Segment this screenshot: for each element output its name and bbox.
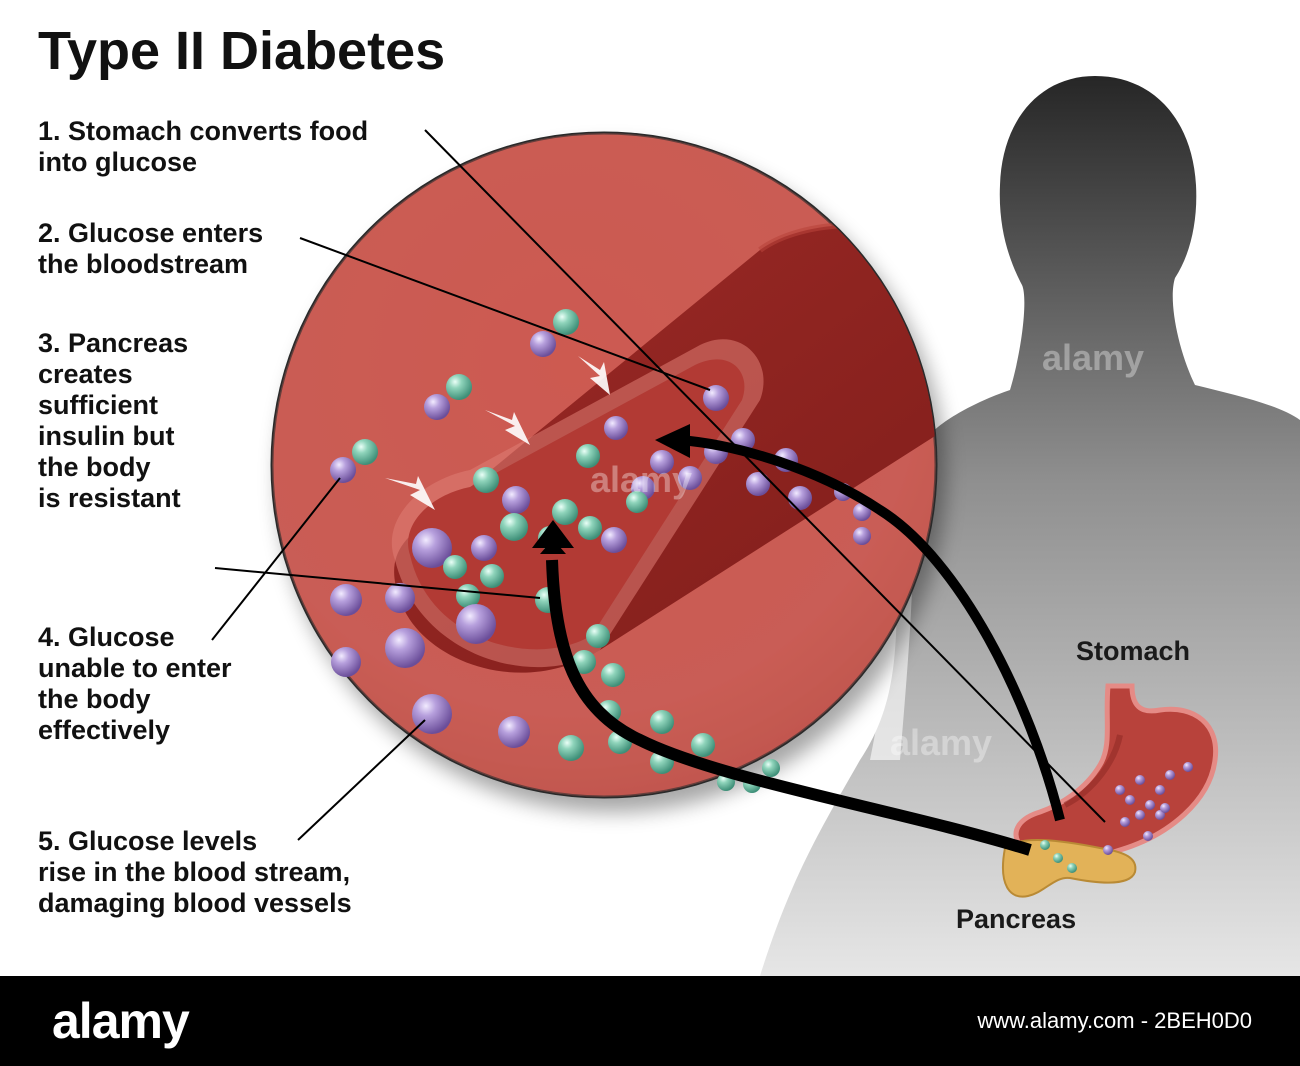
glucose-molecule (678, 466, 702, 490)
insulin-molecule (480, 564, 504, 588)
insulin-molecule (691, 733, 715, 757)
glucose-molecule (385, 628, 425, 668)
glucose-molecule (1103, 845, 1113, 855)
pathway-arrows (532, 424, 1065, 856)
alamy-logo: alamy (52, 993, 190, 1049)
step-3-label: 3. Pancreas creates sufficient insulin b… (38, 328, 189, 513)
insulin-molecule (1053, 853, 1063, 863)
diagram-title: Type II Diabetes (38, 21, 446, 81)
glucose-molecule (502, 486, 530, 514)
glucose-molecule (1115, 785, 1125, 795)
step-2-label: 2. Glucose enters the bloodstream (38, 218, 264, 279)
glucose-molecule (331, 647, 361, 677)
insulin-molecule (473, 467, 499, 493)
glucose-and-insulin-molecules (330, 309, 1193, 873)
insulin-arrows (385, 356, 610, 510)
glucose-molecule (330, 457, 356, 483)
insulin-molecule (578, 516, 602, 540)
insulin-molecule (1067, 863, 1077, 873)
glucose-molecule (1120, 817, 1130, 827)
glucose-molecule (424, 394, 450, 420)
glucose-molecule (853, 527, 871, 545)
step-5-label: 5. Glucose levels rise in the blood stre… (38, 826, 352, 918)
insulin-molecule (650, 710, 674, 734)
step-1-label: 1. Stomach converts food into glucose (38, 116, 369, 177)
leader-lines (211, 129, 1106, 841)
glucose-molecule (1125, 795, 1135, 805)
glucose-molecule (1135, 775, 1145, 785)
insulin-molecule (601, 663, 625, 687)
glucose-molecule (1183, 762, 1193, 772)
glucose-molecule (1160, 803, 1170, 813)
svg-text:alamy: alamy (1042, 337, 1144, 378)
insulin-molecule (446, 374, 472, 400)
insulin-molecule (576, 444, 600, 468)
glucose-molecule (703, 385, 729, 411)
stomach-label: Stomach (1076, 636, 1191, 666)
glucose-molecule (385, 583, 415, 613)
insulin-molecule (552, 499, 578, 525)
diagram-canvas: alamy alamy alamy (211, 76, 1300, 976)
glucose-molecule (1143, 831, 1153, 841)
footer-bar: alamy www.alamy.com - 2BEH0D0 (0, 976, 1300, 1066)
insulin-molecule (586, 624, 610, 648)
insulin-molecule (553, 309, 579, 335)
insulin-molecule (443, 555, 467, 579)
glucose-molecule (1145, 800, 1155, 810)
glucose-molecule (456, 604, 496, 644)
watermarks: alamy alamy alamy (590, 337, 1144, 763)
insulin-molecule (500, 513, 528, 541)
glucose-molecule (746, 472, 770, 496)
insulin-molecule (352, 439, 378, 465)
glucose-molecule (412, 528, 452, 568)
glucose-molecule (1135, 810, 1145, 820)
glucose-molecule (471, 535, 497, 561)
glucose-molecule (650, 450, 674, 474)
insulin-molecule (1040, 840, 1050, 850)
glucose-molecule (788, 486, 812, 510)
glucose-molecule (604, 416, 628, 440)
glucose-molecule (853, 503, 871, 521)
glucose-molecule (601, 527, 627, 553)
step-4-label: 4. Glucose unable to enter the body effe… (38, 622, 232, 745)
insulin-molecule (572, 650, 596, 674)
insulin-molecule (558, 735, 584, 761)
svg-text:alamy: alamy (890, 722, 992, 763)
image-id: www.alamy.com - 2BEH0D0 (977, 1008, 1252, 1033)
glucose-molecule (530, 331, 556, 357)
glucose-molecule (498, 716, 530, 748)
glucose-molecule (1165, 770, 1175, 780)
glucose-molecule (330, 584, 362, 616)
insulin-molecule (626, 491, 648, 513)
glucose-molecule (1155, 810, 1165, 820)
pancreas-label: Pancreas (956, 904, 1077, 934)
glucose-molecule (1155, 785, 1165, 795)
insulin-molecule (762, 759, 780, 777)
svg-text:alamy: alamy (590, 459, 692, 500)
glucose-molecule (412, 694, 452, 734)
